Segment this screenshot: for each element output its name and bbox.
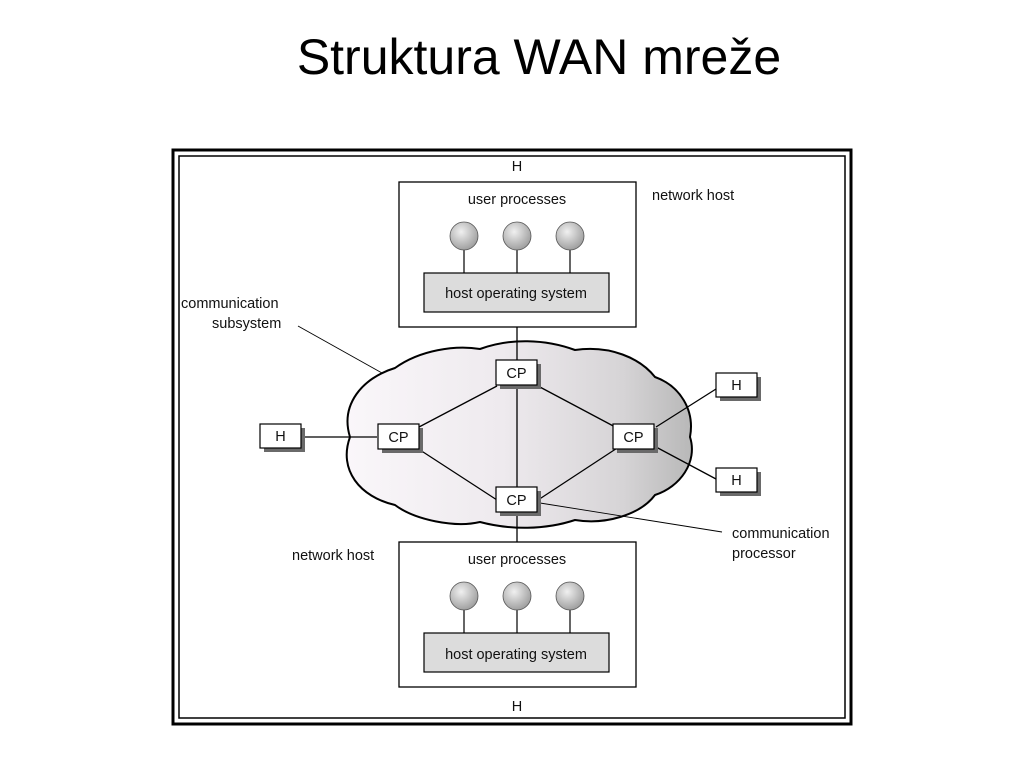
comm-processor-label-line1: communication <box>732 526 830 542</box>
cp-node-right-label: CP <box>623 430 643 446</box>
host-node-right-bottom: H <box>715 467 761 496</box>
comm-subsystem-pointer <box>297 325 383 374</box>
bottom-process-3 <box>555 581 585 611</box>
top-process-1 <box>449 221 479 251</box>
top-h-label: H <box>512 159 522 175</box>
bottom-h-label: H <box>512 699 522 715</box>
cp-node-bottom: CP <box>495 486 541 516</box>
bottom-process-2 <box>502 581 532 611</box>
cp-node-top-label: CP <box>506 366 526 382</box>
comm-subsystem-label-line1: communication <box>181 296 279 312</box>
bottom-network-host-label: network host <box>292 548 374 564</box>
host-node-right-bottom-label: H <box>731 473 741 489</box>
slide-title: Struktura WAN mreže <box>296 29 782 85</box>
bottom-host-os-box <box>423 632 610 673</box>
comm-processor-pointer <box>539 502 723 533</box>
top-process-2 <box>502 221 532 251</box>
host-node-right-top-label: H <box>731 378 741 394</box>
top-process-3 <box>555 221 585 251</box>
cp-node-top: CP <box>495 359 541 389</box>
bottom-host-os-label: host operating system <box>445 647 587 663</box>
communication-subsystem-cloud <box>345 340 693 529</box>
cp-node-left-label: CP <box>388 430 408 446</box>
bottom-process-1 <box>449 581 479 611</box>
cp-node-bottom-label: CP <box>506 493 526 509</box>
bottom-user-processes-label: user processes <box>468 552 566 568</box>
cp-node-left: CP <box>377 423 423 453</box>
host-node-left: H <box>259 423 305 452</box>
top-network-host-label: network host <box>652 188 734 204</box>
comm-subsystem-label-line2: subsystem <box>212 316 281 332</box>
host-node-right-top: H <box>715 372 761 401</box>
cp-node-right: CP <box>612 423 658 453</box>
host-node-left-label: H <box>275 429 285 445</box>
top-user-processes-label: user processes <box>468 192 566 208</box>
top-host-os-label: host operating system <box>445 286 587 302</box>
top-host-os-box <box>423 272 610 313</box>
frame-inner <box>178 155 846 719</box>
comm-processor-label-line2: processor <box>732 546 796 562</box>
